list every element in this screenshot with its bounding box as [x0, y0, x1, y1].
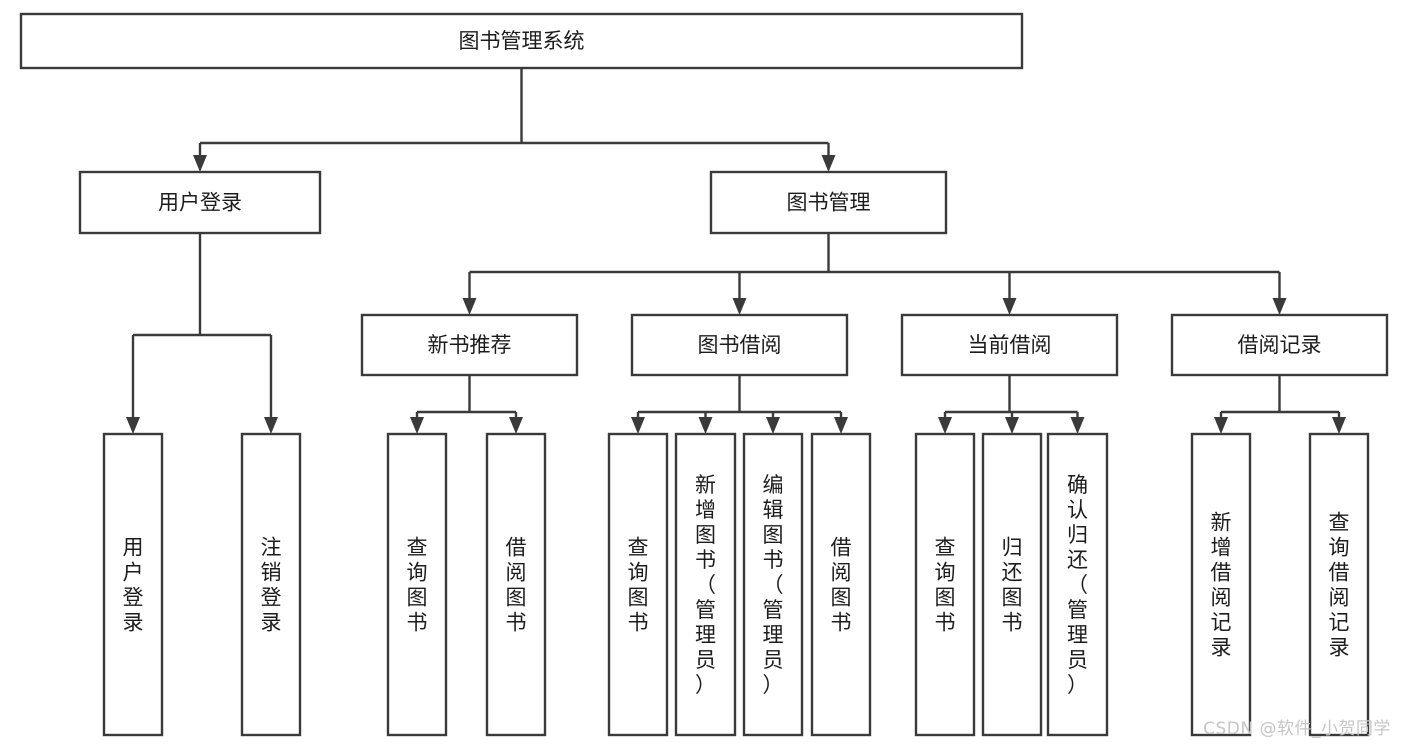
arrow-head-icon	[1002, 298, 1017, 315]
node-box	[981, 432, 1043, 737]
arrow-head-icon	[732, 298, 747, 315]
arrow-head-icon	[698, 417, 713, 434]
node-label: 图书管理	[787, 191, 871, 215]
node-label: 编辑图书（管理员）	[763, 473, 784, 697]
node-leaf-query-book-1[interactable]: 查询图书	[386, 432, 448, 737]
node-leaf-edit-book[interactable]: 编辑图书（管理员）	[742, 432, 804, 737]
arrow-head-icon	[1070, 417, 1085, 434]
arrow-head-icon	[1005, 417, 1019, 434]
arrow-head-icon	[462, 298, 477, 315]
node-label: 图书借阅	[698, 333, 782, 357]
node-label: 新增图书（管理员）	[695, 473, 716, 697]
node-box	[709, 170, 948, 235]
node-box	[360, 313, 579, 377]
arrow-head-icon	[834, 417, 848, 434]
node-label: 借阅记录	[1238, 333, 1322, 357]
node-box	[78, 170, 322, 235]
arrow-head-icon	[264, 417, 278, 434]
arrow-head-icon	[193, 155, 207, 172]
node-label: 借阅图书	[831, 536, 852, 635]
node-box	[102, 432, 164, 737]
node-layer: 图书管理系统用户登录图书管理新书推荐图书借阅当前借阅借阅记录用户登录注销登录查询…	[19, 12, 1389, 737]
node-label: 确认归还（管理员）	[1067, 473, 1088, 697]
node-label: 查询图书	[935, 536, 956, 635]
node-leaf-borrow-book-1[interactable]: 借阅图书	[485, 432, 547, 737]
node-label: 借阅图书	[506, 536, 527, 635]
node-box	[1190, 432, 1252, 737]
node-label: 用户登录	[158, 191, 242, 215]
node-book-manage[interactable]: 图书管理	[709, 170, 948, 235]
node-box	[386, 432, 448, 737]
node-leaf-add-record[interactable]: 新增借阅记录	[1190, 432, 1252, 737]
node-leaf-borrow-book-2[interactable]: 借阅图书	[810, 432, 872, 737]
arrow-head-icon	[410, 417, 424, 434]
arrow-head-icon	[821, 155, 836, 172]
node-leaf-logout[interactable]: 注销登录	[240, 432, 302, 737]
node-leaf-add-book[interactable]: 新增图书（管理员）	[674, 432, 737, 737]
csdn-watermark: CSDN @软件_小贺同学	[1203, 719, 1391, 739]
node-user-login[interactable]: 用户登录	[78, 170, 322, 235]
node-box	[630, 313, 849, 377]
node-box	[900, 313, 1119, 377]
node-leaf-user-login[interactable]: 用户登录	[102, 432, 164, 737]
node-leaf-query-record[interactable]: 查询借阅记录	[1308, 432, 1370, 737]
node-label: 查询图书	[407, 536, 428, 635]
node-box	[1170, 313, 1389, 377]
node-book-borrow[interactable]: 图书借阅	[630, 313, 849, 377]
node-leaf-confirm-return[interactable]: 确认归还（管理员）	[1046, 432, 1109, 737]
node-leaf-query-book-2[interactable]: 查询图书	[607, 432, 669, 737]
node-box	[607, 432, 669, 737]
node-root[interactable]: 图书管理系统	[19, 12, 1024, 70]
arrow-head-icon	[1272, 298, 1287, 315]
node-borrow-record[interactable]: 借阅记录	[1170, 313, 1389, 377]
node-label: 查询图书	[628, 536, 649, 635]
node-box	[19, 12, 1024, 70]
node-current-borrow[interactable]: 当前借阅	[900, 313, 1119, 377]
node-label: 当前借阅	[968, 333, 1052, 357]
node-box	[914, 432, 976, 737]
node-box	[742, 432, 804, 737]
arrow-head-icon	[631, 417, 645, 434]
node-label: 注销登录	[261, 536, 282, 635]
connector-layer	[126, 68, 1346, 434]
node-box	[810, 432, 872, 737]
node-box	[1046, 432, 1109, 737]
node-box	[240, 432, 302, 737]
node-label: 图书管理系统	[459, 29, 585, 53]
arrow-head-icon	[1214, 417, 1228, 434]
node-label: 新增借阅记录	[1211, 511, 1232, 660]
node-leaf-return-book[interactable]: 归还图书	[981, 432, 1043, 737]
node-leaf-query-book-3[interactable]: 查询图书	[914, 432, 976, 737]
node-new-book-rec[interactable]: 新书推荐	[360, 313, 579, 377]
arrow-head-icon	[126, 417, 140, 434]
arrow-head-icon	[766, 417, 780, 434]
node-label: 查询借阅记录	[1329, 511, 1350, 660]
node-box	[1308, 432, 1370, 737]
node-label: 用户登录	[123, 536, 144, 635]
node-box	[674, 432, 737, 737]
node-label: 新书推荐	[428, 333, 512, 357]
arrow-head-icon	[1332, 417, 1346, 434]
node-label: 归还图书	[1002, 536, 1023, 635]
arrow-head-icon	[938, 417, 952, 434]
node-box	[485, 432, 547, 737]
arrow-head-icon	[509, 417, 523, 434]
